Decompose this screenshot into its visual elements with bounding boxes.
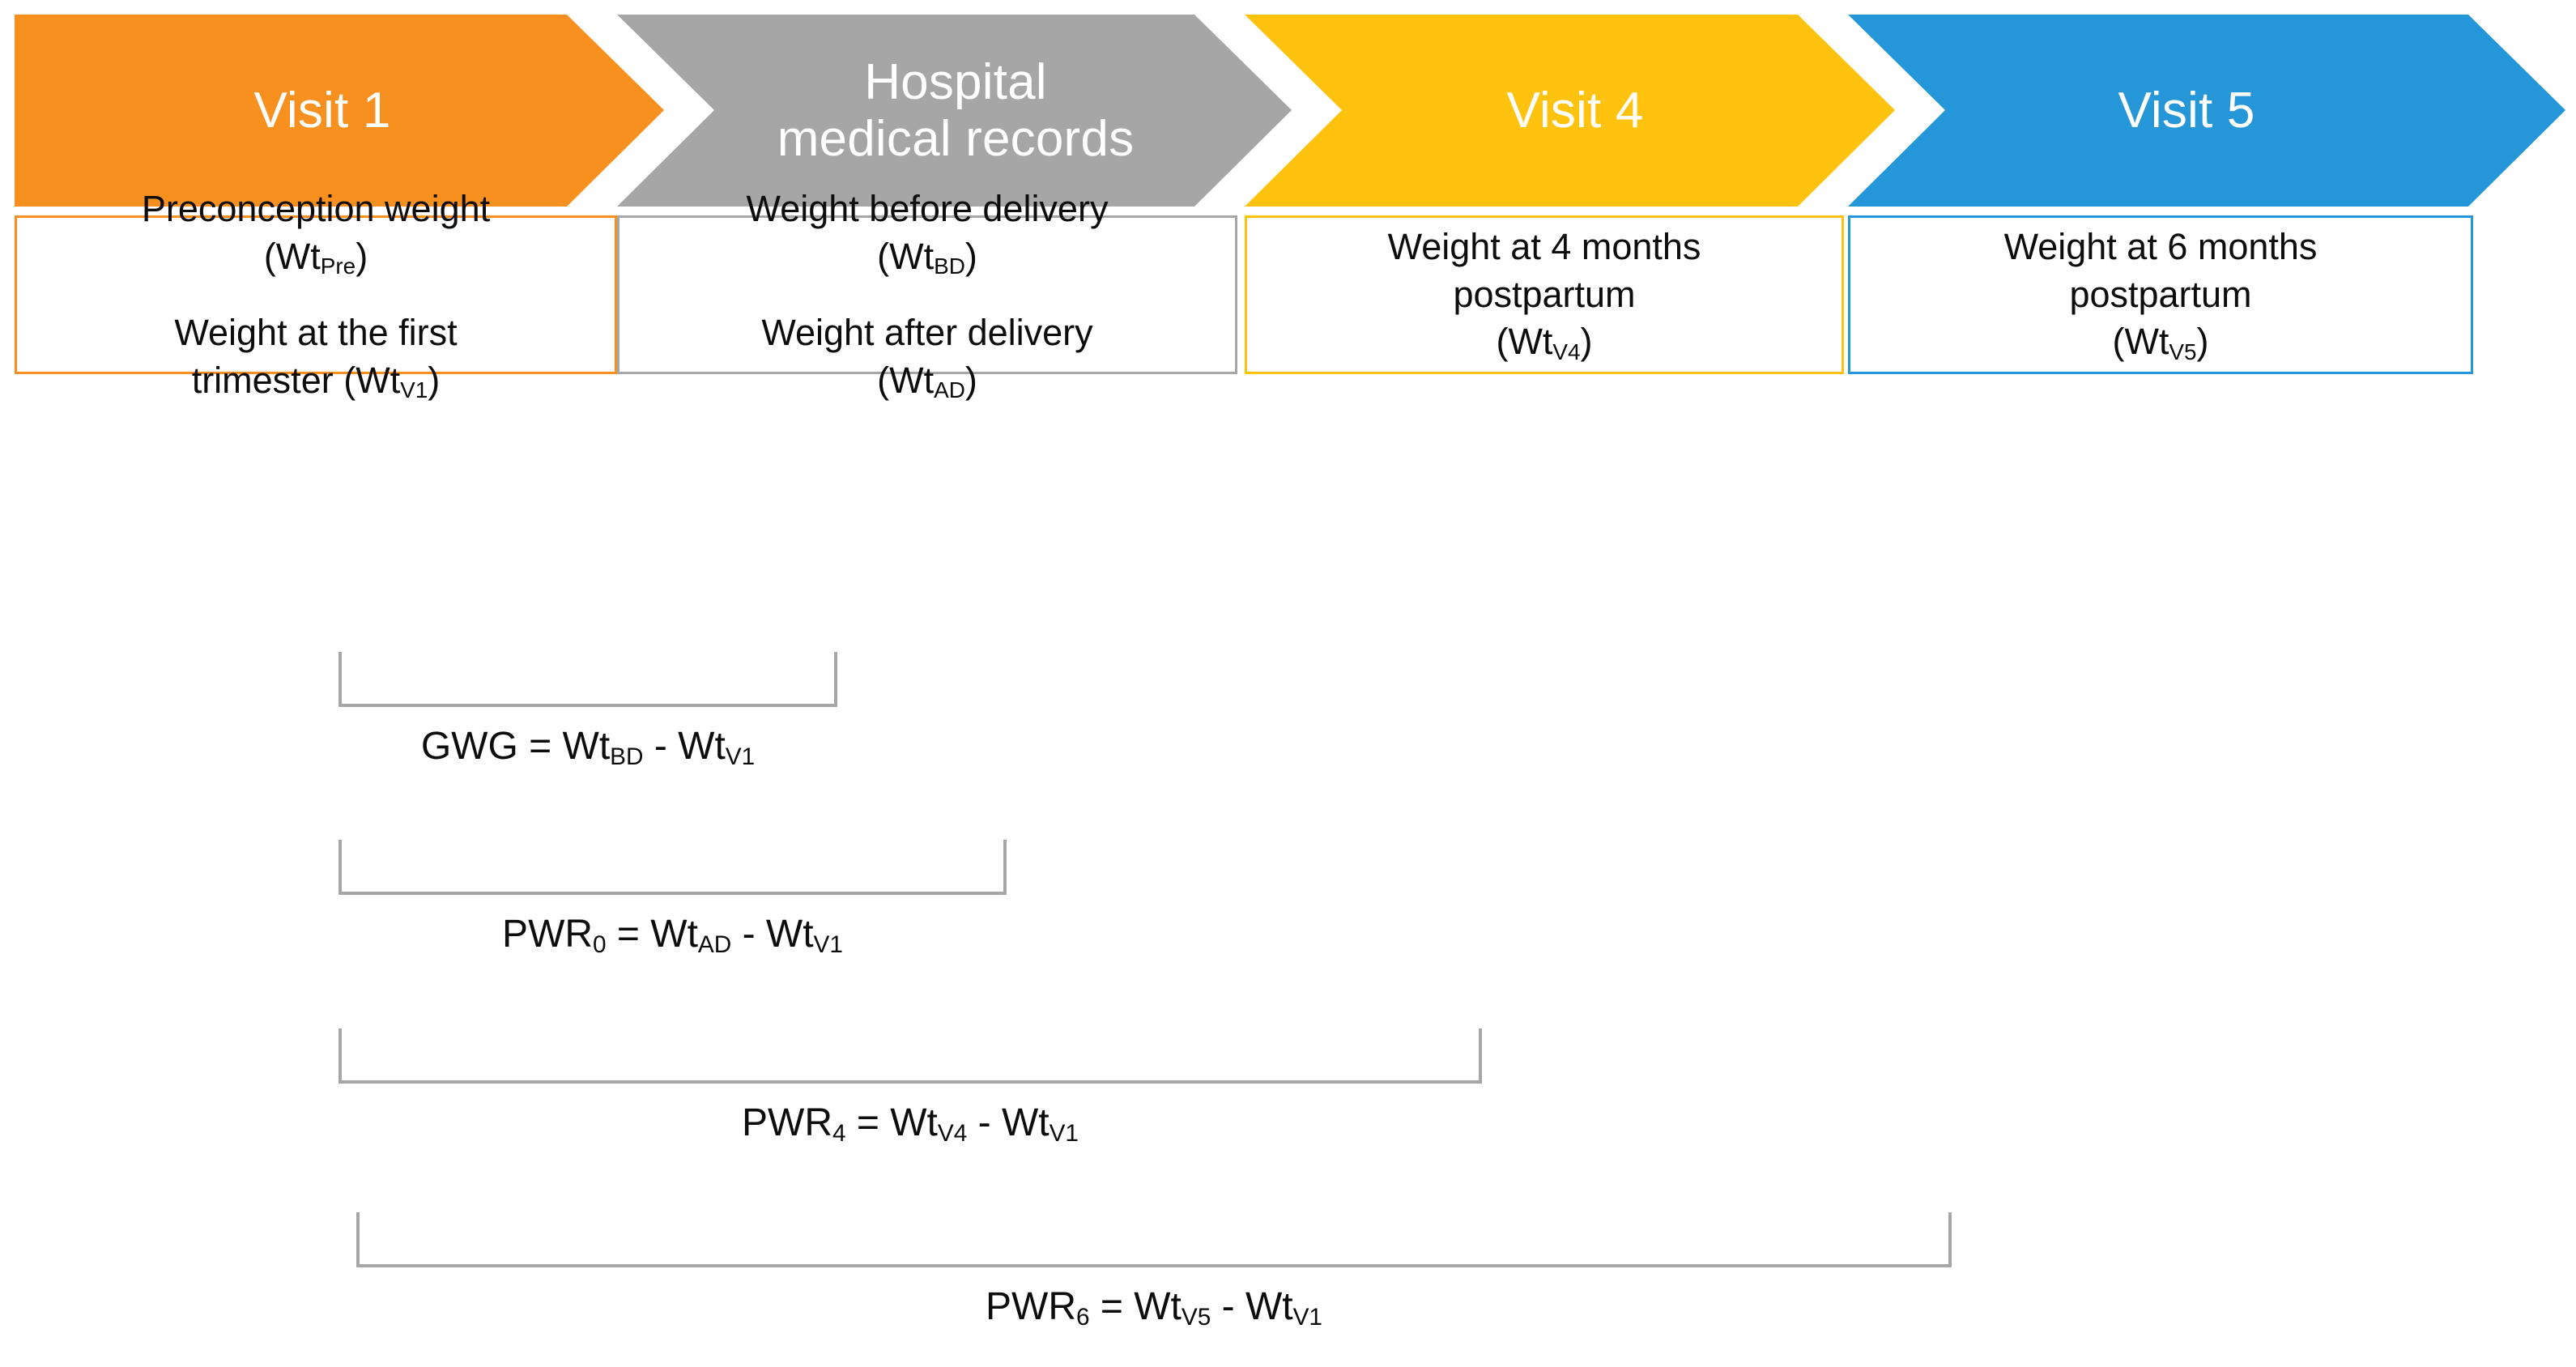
formula-eq: = Wt <box>845 1101 938 1144</box>
formula-pwr0: PWR0 = WtAD - WtV1 <box>338 913 1007 959</box>
measurement-subscript: V1 <box>400 377 428 403</box>
formula-eq: = Wt <box>517 725 611 768</box>
formula-variable: PWR <box>502 913 594 956</box>
measurement-line: (WtV5) <box>1862 318 2459 366</box>
span-bracket-gwg <box>338 652 837 707</box>
stage-banner-label-visit-5: Visit 5 <box>2118 82 2255 138</box>
measurement-text: postpartum <box>1453 273 1636 315</box>
formula-minus: - Wt <box>1211 1285 1293 1328</box>
measurement-text: Weight at 6 months <box>2003 226 2318 268</box>
measurement-text: Weight before delivery <box>746 188 1109 229</box>
measurement-text: Preconception weight <box>141 188 491 229</box>
measurement-line: Weight after delivery <box>631 309 1224 357</box>
stage-banner-band: Visit 1 Hospital medical records Visit 4… <box>0 0 2576 212</box>
measurement-box-body-visit-4: Weight at 4 months postpartum (WtV4) <box>1258 224 1830 366</box>
measurement-text: Weight after delivery <box>761 312 1093 353</box>
measurement-box-body-visit-5: Weight at 6 months postpartum (WtV5) <box>1862 224 2459 366</box>
measurement-line: (WtBD) <box>631 233 1224 281</box>
chevron-shape-visit-1 <box>15 15 664 207</box>
spacer <box>28 280 603 309</box>
measurement-line: Weight at 6 months <box>1862 224 2459 271</box>
formula-subscript-minuend: V5 <box>1181 1304 1211 1331</box>
measurement-box-body-visit-1: Preconception weight (WtPre) Weight at t… <box>28 185 603 404</box>
formula-pwr6: PWR6 = WtV5 - WtV1 <box>356 1285 1952 1331</box>
measurement-line: Weight at the first <box>28 309 603 357</box>
measurement-line: trimester (WtV1) <box>28 357 603 405</box>
formula-gwg: GWG = WtBD - WtV1 <box>338 725 837 771</box>
stage-banner-label-visit-4: Visit 4 <box>1506 82 1644 138</box>
formula-subscript-subtrahend: V1 <box>725 743 756 771</box>
formula-subscript-subtrahend: V1 <box>1049 1120 1079 1148</box>
stage-banner-hospital[interactable]: Hospital medical records <box>672 15 1239 207</box>
formula-minus: - Wt <box>731 913 814 956</box>
measurement-subscript: V5 <box>2169 339 2197 365</box>
formula-minus: - Wt <box>643 725 726 768</box>
measurement-paren-close: ) <box>428 359 441 401</box>
measurement-subscript: Pre <box>320 253 356 279</box>
measurement-symbol: (Wt <box>877 359 935 401</box>
formula-variable-subscript: 0 <box>593 931 607 959</box>
measurement-line: Weight before delivery <box>631 185 1224 233</box>
measurement-box-visit-1[interactable]: Preconception weight (WtPre) Weight at t… <box>15 188 617 402</box>
measurement-text: Weight at 4 months <box>1387 226 1701 268</box>
span-bracket-pwr0 <box>338 840 1007 895</box>
measurement-box-visit-4[interactable]: Weight at 4 months postpartum (WtV4) <box>1245 215 1844 374</box>
formula-eq: = Wt <box>606 913 698 956</box>
formula-subscript-minuend: AD <box>697 931 732 959</box>
measurement-paren-close: ) <box>1580 321 1593 363</box>
formula-subscript-minuend: BD <box>610 743 644 771</box>
stage-banner-label-hospital: Hospital medical records <box>777 54 1135 167</box>
measurement-subscript: V4 <box>1552 339 1581 365</box>
measurement-line: Weight at 4 months <box>1258 224 1830 271</box>
measurement-line: Preconception weight <box>28 185 603 233</box>
stage-banner-label-visit-1: Visit 1 <box>253 82 391 138</box>
formula-variable: PWR <box>986 1285 1076 1328</box>
measurement-line: postpartum <box>1258 271 1830 319</box>
measurement-line: postpartum <box>1862 271 2459 319</box>
formula-minus: - Wt <box>967 1101 1050 1144</box>
measurement-paren-close: ) <box>2196 321 2209 363</box>
formula-variable-subscript: 4 <box>832 1120 846 1148</box>
formula-pwr4: PWR4 = WtV4 - WtV1 <box>338 1101 1482 1148</box>
span-bracket-pwr4 <box>338 1028 1482 1084</box>
measurement-symbol: (Wt <box>263 235 321 277</box>
measurement-line: (WtV4) <box>1258 318 1830 366</box>
formula-variable: PWR <box>742 1101 832 1144</box>
measurement-line: (WtPre) <box>28 233 603 281</box>
measurement-symbol: (Wt <box>2112 321 2169 363</box>
stage-banner-visit-1[interactable]: Visit 1 <box>15 15 630 207</box>
formula-eq: = Wt <box>1089 1285 1182 1328</box>
chevron-shape-visit-4 <box>1245 15 1895 207</box>
spacer <box>631 280 1224 309</box>
formula-subscript-subtrahend: V1 <box>1292 1304 1322 1331</box>
measurement-box-body-hospital: Weight before delivery (WtBD) Weight aft… <box>631 185 1224 404</box>
measurement-symbol: trimester (Wt <box>191 359 401 401</box>
measurement-paren-close: ) <box>964 235 977 277</box>
measurement-subscript: BD <box>934 253 965 279</box>
span-bracket-pwr6 <box>356 1212 1952 1267</box>
formula-variable: GWG <box>420 725 518 768</box>
formula-subscript-minuend: V4 <box>937 1120 968 1148</box>
formula-subscript-subtrahend: V1 <box>813 931 843 959</box>
measurement-box-visit-5[interactable]: Weight at 6 months postpartum (WtV5) <box>1848 215 2473 374</box>
stage-banner-visit-5[interactable]: Visit 5 <box>1903 15 2470 207</box>
chevron-shapes <box>15 15 2565 207</box>
measurement-subscript: AD <box>934 377 965 403</box>
measurement-line: (WtAD) <box>631 357 1224 405</box>
measurement-text: postpartum <box>2069 273 2252 315</box>
measurement-paren-close: ) <box>356 235 368 277</box>
measurement-box-hospital[interactable]: Weight before delivery (WtBD) Weight aft… <box>617 188 1237 402</box>
measurement-symbol: (Wt <box>877 235 935 277</box>
measurement-text: Weight at the first <box>174 312 458 353</box>
formula-variable-subscript: 6 <box>1076 1304 1090 1331</box>
stage-banner-visit-4[interactable]: Visit 4 <box>1296 15 1854 207</box>
measurement-symbol: (Wt <box>1496 321 1553 363</box>
measurement-paren-close: ) <box>964 359 977 401</box>
chevron-shape-hospital <box>617 15 1292 207</box>
chevron-shape-visit-5 <box>1848 15 2565 207</box>
